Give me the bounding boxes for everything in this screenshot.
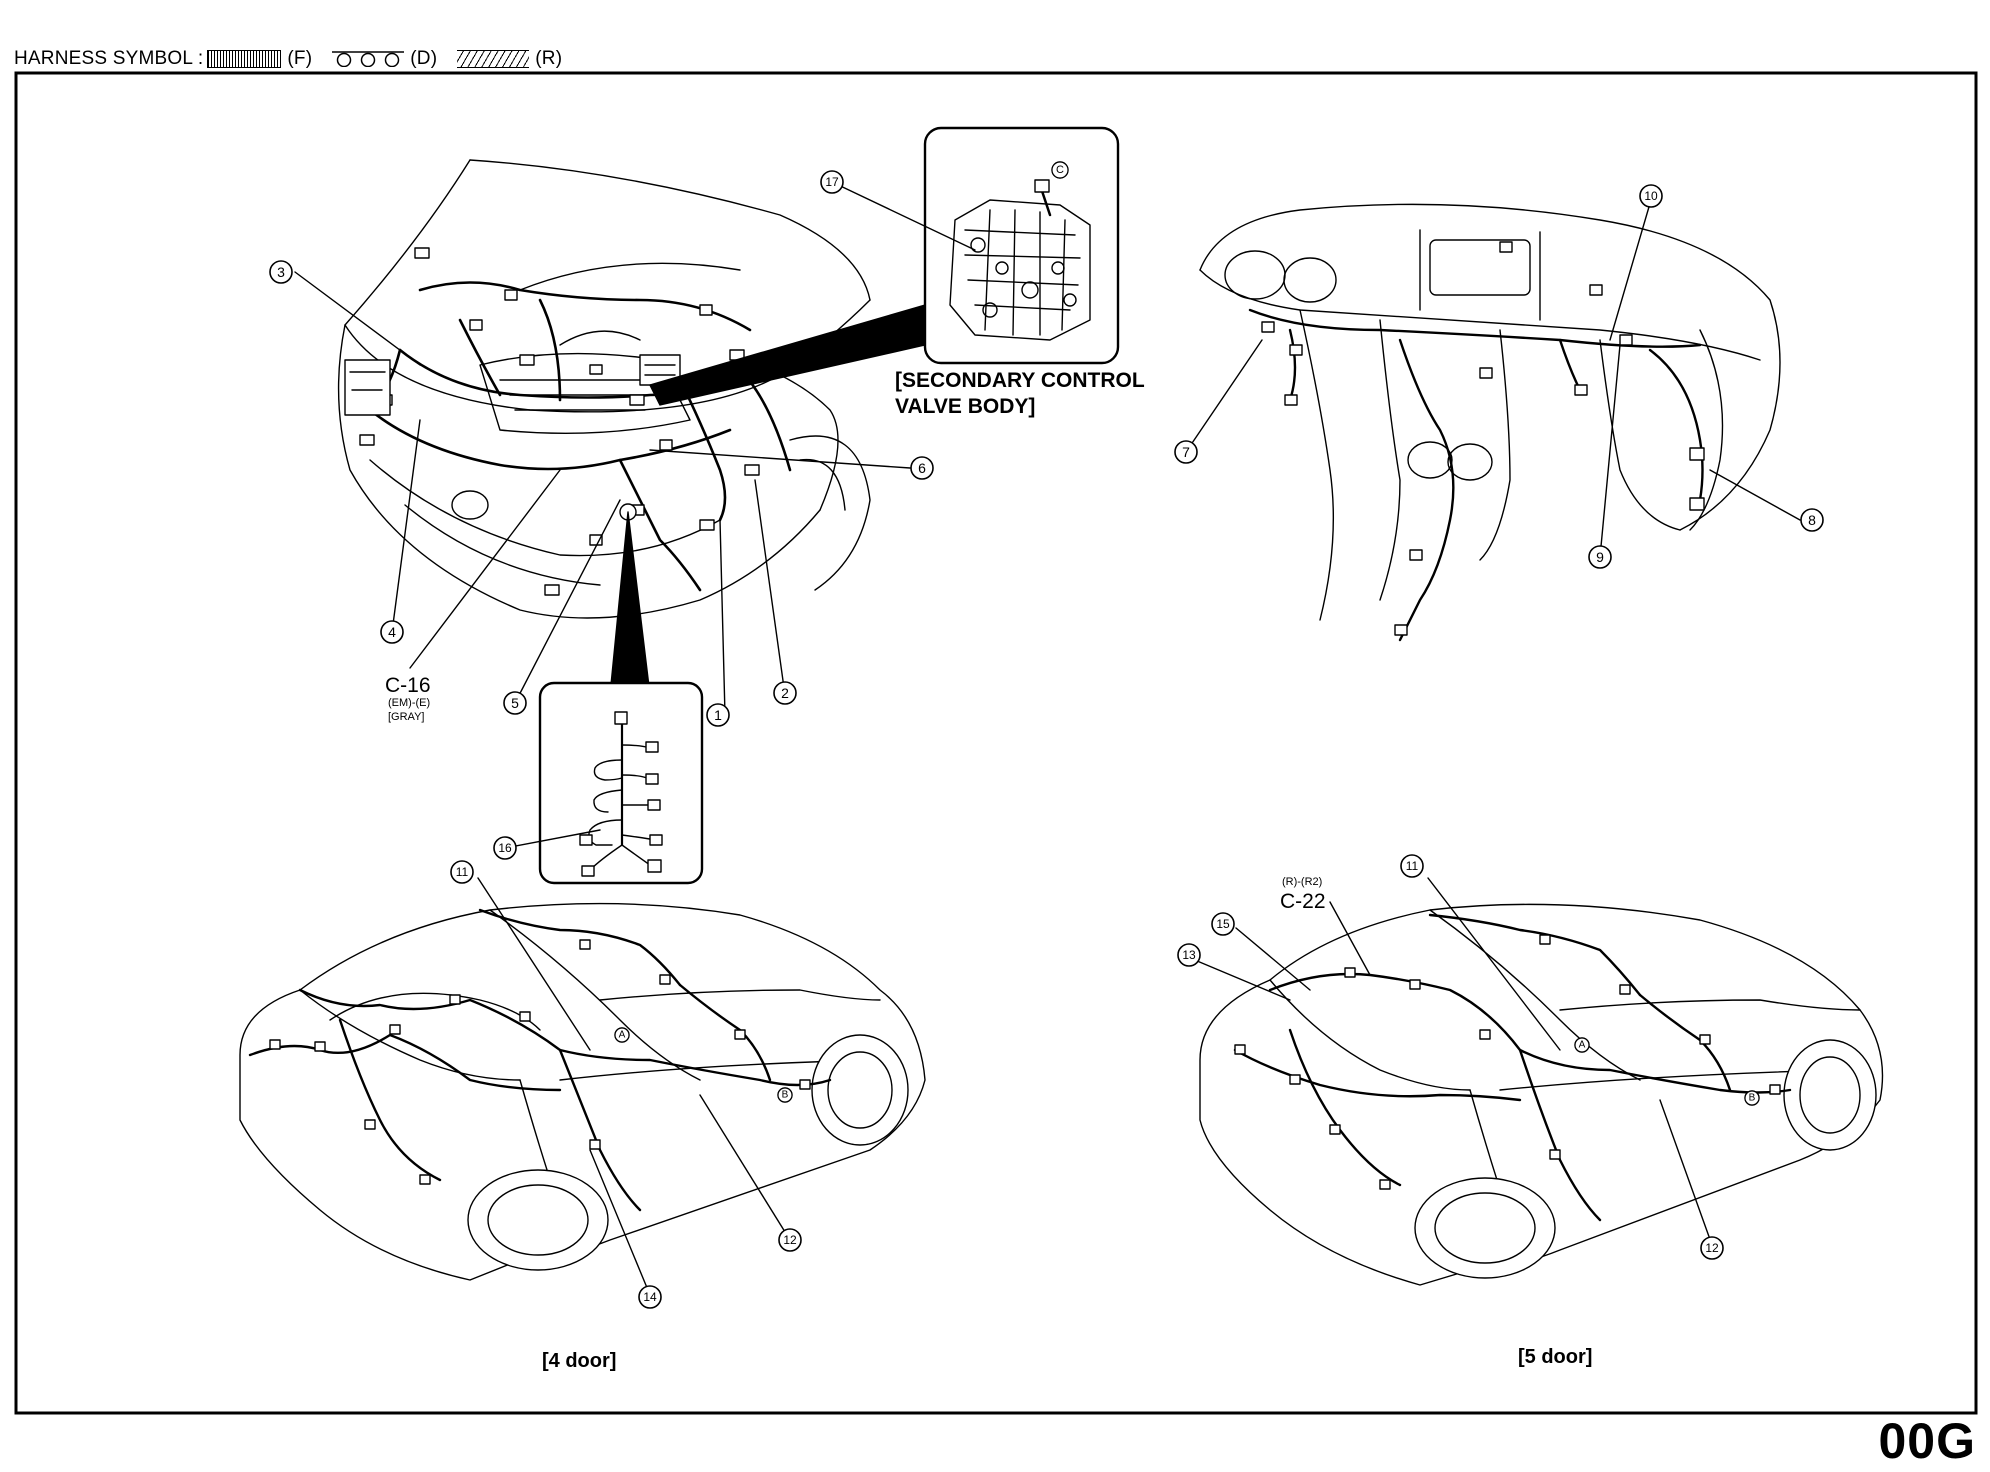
callout-3: 3 <box>277 264 285 280</box>
connector-c16-id: C-16 <box>385 674 431 697</box>
engine-bay-view <box>337 159 871 619</box>
four-door-caption: [4 door] <box>542 1350 616 1372</box>
sedan-4-door-view <box>239 877 926 1296</box>
connector-16-inset <box>504 681 704 885</box>
callout-circles <box>269 170 1824 1309</box>
front-harness-swatch <box>207 50 282 68</box>
marker-b-5door <box>1744 1090 1760 1106</box>
callout-10: 10 <box>1644 189 1658 203</box>
marker-b-5door-label: B <box>1749 1093 1756 1104</box>
callout-9: 9 <box>1596 549 1604 565</box>
callout-12-5door: 12 <box>1705 1241 1719 1255</box>
diagram-frame <box>14 71 1978 1415</box>
callout-13: 13 <box>1182 948 1196 962</box>
legend-code-f: (F) <box>287 48 313 69</box>
instrument-panel-view <box>1185 199 1801 642</box>
callout-17: 17 <box>825 175 839 189</box>
inset-pointer-wedge-top <box>649 304 926 406</box>
secondary-valve-label-line1: [SECONDARY CONTROL <box>895 369 1145 392</box>
marker-a-4door-label: A <box>619 1030 626 1041</box>
inset-c-marker <box>1051 161 1069 179</box>
legend-code-d: (D) <box>410 48 438 69</box>
callout-2: 2 <box>781 685 789 701</box>
callout-15: 15 <box>1216 917 1230 931</box>
page-code: 00G <box>1878 1413 1976 1469</box>
callout-12-4door: 12 <box>783 1233 797 1247</box>
marker-b-4door-label: B <box>782 1090 789 1101</box>
connector-c16-sub: (EM)-(E) <box>388 697 430 709</box>
marker-a-5door <box>1574 1037 1590 1053</box>
rear-harness-swatch <box>457 50 530 68</box>
callout-8: 8 <box>1808 512 1816 528</box>
marker-a-5door-label: A <box>1579 1040 1586 1051</box>
hatchback-5-door-view <box>1189 877 1884 1286</box>
inset-pointer-wedge-bottom <box>609 511 651 696</box>
callout-11-4door: 11 <box>456 865 469 879</box>
inset-c-marker-label: C <box>1056 164 1064 176</box>
engine-leaders <box>294 181 976 716</box>
dash-harness-swatch <box>332 51 405 67</box>
secondary-valve-body-inset <box>923 126 1120 365</box>
legend-code-r: (R) <box>535 48 563 69</box>
callout-16: 16 <box>498 841 512 855</box>
callout-1: 1 <box>714 707 722 723</box>
connector-c22-sub: (R)-(R2) <box>1282 876 1322 888</box>
five-door-caption: [5 door] <box>1518 1346 1592 1368</box>
callout-4: 4 <box>388 624 396 640</box>
legend-title: HARNESS SYMBOL : <box>14 48 204 69</box>
marker-a-4door <box>614 1027 630 1043</box>
callout-7: 7 <box>1182 444 1190 460</box>
callout-14: 14 <box>643 1290 657 1304</box>
harness-symbol-legend: HARNESS SYMBOL : (F) (D) (R) <box>14 44 578 74</box>
connector-c16-color: [GRAY] <box>388 711 424 723</box>
marker-b-4door <box>777 1087 793 1103</box>
secondary-valve-label-line2: VALVE BODY] <box>895 395 1035 418</box>
callout-5: 5 <box>511 695 519 711</box>
connector-c22-id: C-22 <box>1280 890 1326 913</box>
callout-11-5door: 11 <box>1406 859 1419 873</box>
callout-6: 6 <box>918 460 926 476</box>
